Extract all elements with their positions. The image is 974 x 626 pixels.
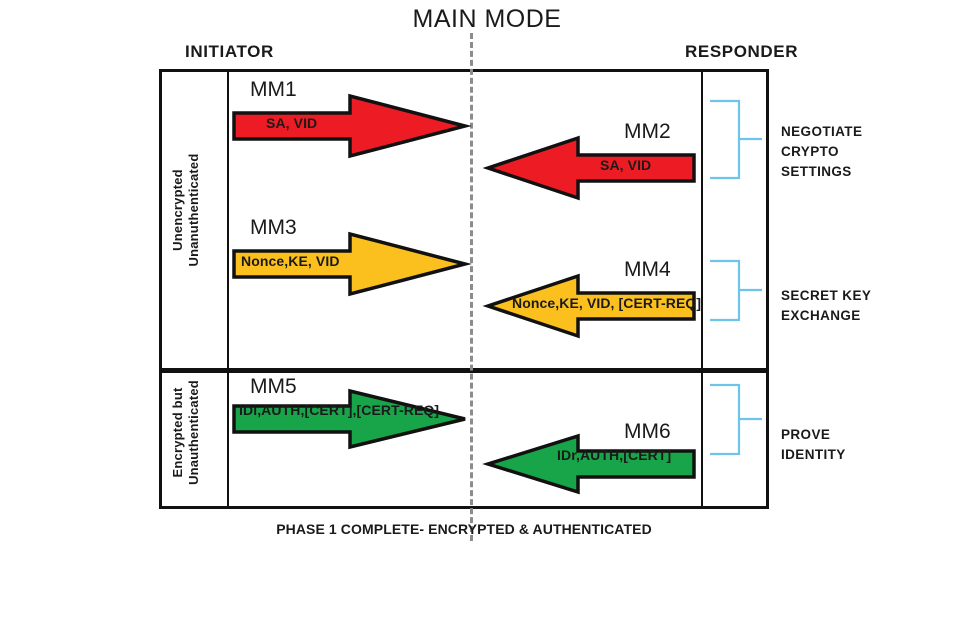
page-title: MAIN MODE <box>412 5 562 33</box>
message-label-mm1: MM1 <box>250 78 297 101</box>
message-label-mm2: MM2 <box>624 120 671 143</box>
message-label-mm3: MM3 <box>250 216 297 239</box>
group-brace-3 <box>708 382 764 458</box>
phase-complete-caption: PHASE 1 COMPLETE- ENCRYPTED & AUTHENTICA… <box>276 521 652 537</box>
message-payload-mm3: Nonce,KE, VID <box>241 253 340 269</box>
message-payload-mm5: IDi,AUTH,[CERT],[CERT-REQ] <box>239 402 440 418</box>
center-dashed-line <box>470 33 473 541</box>
phase-1-side-label: Unencrypted Unanuthenticated <box>170 153 202 267</box>
group-label-negotiate-crypto-settings: NEGOTIATE CRYPTO SETTINGS <box>781 124 863 179</box>
message-arrow-mm3 <box>232 231 472 297</box>
message-payload-mm6: IDr,AUTH,[CERT] <box>557 447 672 463</box>
message-label-mm6: MM6 <box>624 420 671 443</box>
message-payload-mm1: SA, VID <box>266 115 318 131</box>
group-brace-1 <box>708 98 764 182</box>
message-arrow-mm5 <box>232 388 468 450</box>
diagram-frame <box>159 69 769 509</box>
message-arrow-mm4 <box>482 273 697 339</box>
message-arrow-mm6 <box>482 433 697 495</box>
message-arrow-mm2 <box>482 135 697 201</box>
group-label-secret-key-exchange: SECRET KEY EXCHANGE <box>781 288 872 323</box>
group-brace-2 <box>708 258 764 324</box>
phase-divider <box>162 368 766 373</box>
vertical-divider-left <box>227 72 229 506</box>
column-header-initiator: INITIATOR <box>185 42 274 61</box>
phase-2-side-label: Encrypted but Unauthenticated <box>170 380 202 485</box>
vertical-divider-right <box>701 72 703 506</box>
message-label-mm4: MM4 <box>624 258 671 281</box>
message-label-mm5: MM5 <box>250 375 297 398</box>
column-header-responder: RESPONDER <box>685 42 799 61</box>
group-label-prove-identity: PROVE IDENTITY <box>781 427 846 462</box>
message-payload-mm2: SA, VID <box>600 157 652 173</box>
message-payload-mm4: Nonce,KE, VID, [CERT-REQ] <box>512 295 702 311</box>
message-arrow-mm1 <box>232 93 472 159</box>
